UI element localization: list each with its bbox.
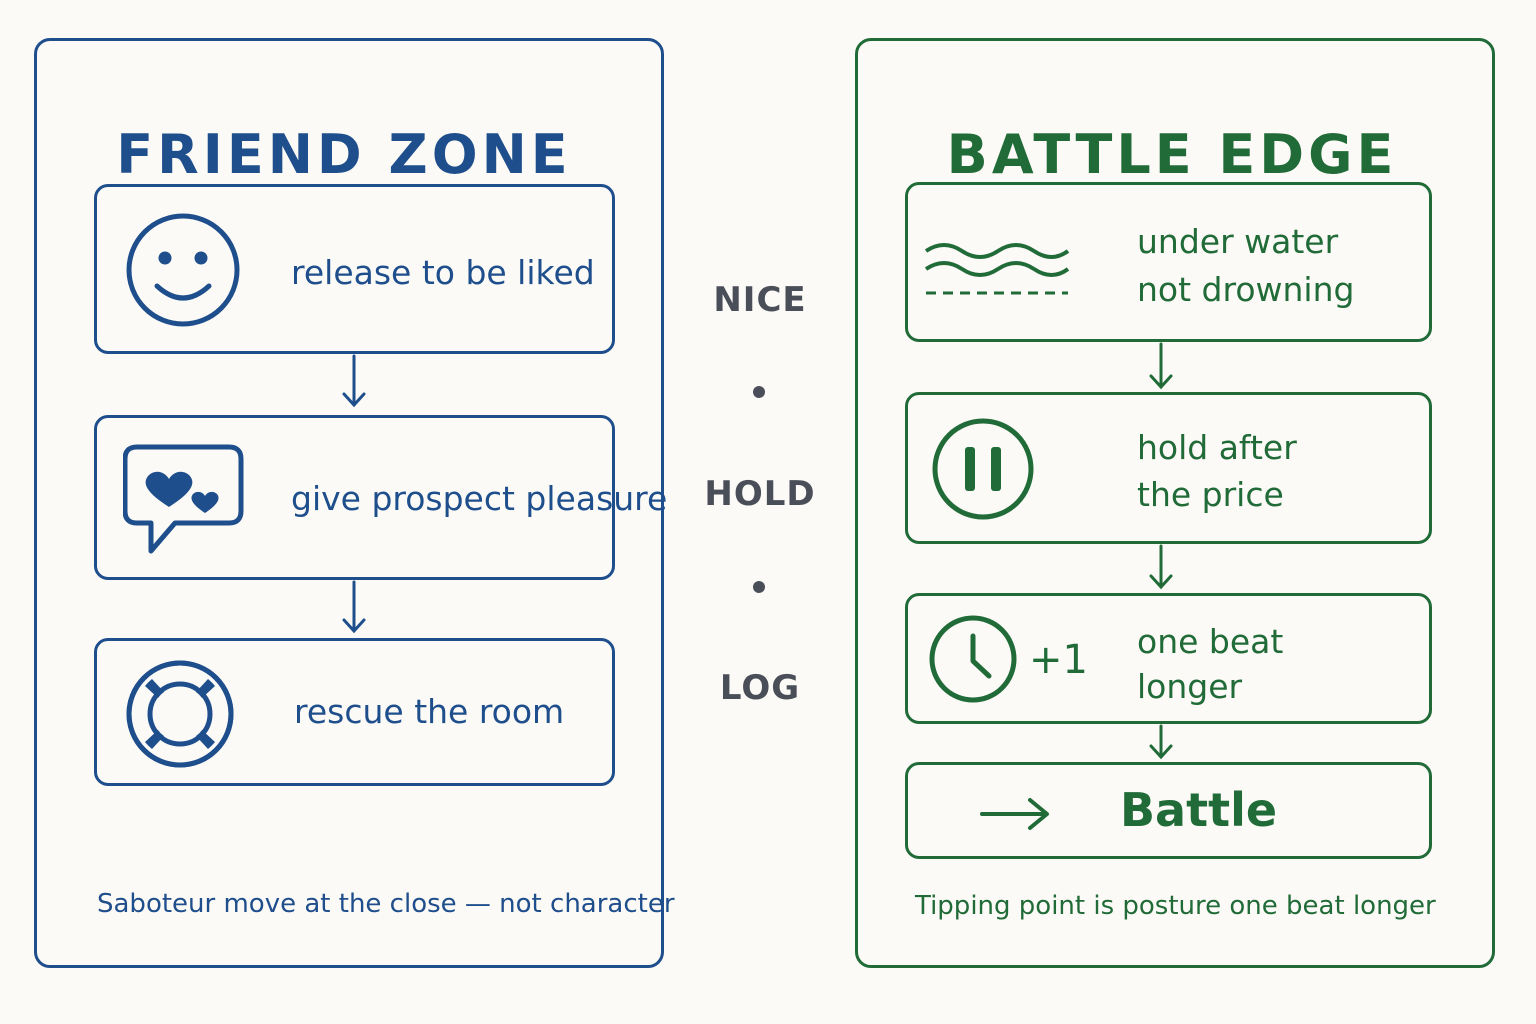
friend-step-card: give prospect pleasure [94, 415, 667, 580]
plus-one-badge: +1 [1029, 637, 1088, 683]
battle-label: Battle [1120, 783, 1278, 837]
battle-step-card: hold after the price [905, 392, 1432, 544]
hearts-speech-bubble-icon [123, 444, 244, 554]
friend-zone-panel: FRIEND ZONE release to be liked give pro… [34, 38, 675, 968]
friend-zone-title: FRIEND ZONE [116, 123, 572, 186]
battle-edge-footer: Tipping point is posture one beat longer [915, 891, 1436, 921]
battle-edge-panel: BATTLE EDGE under water not drowning hol… [855, 38, 1495, 968]
friend-zone-footer: Saboteur move at the close — not charact… [97, 889, 675, 919]
middle-label-log: LOG [719, 668, 801, 708]
battle-step-line2: longer [1137, 667, 1243, 706]
battle-final-card: Battle [905, 762, 1432, 859]
battle-step-line1: under water [1137, 222, 1339, 261]
battle-step-card: under water not drowning [905, 182, 1432, 342]
down-arrow-icon [1149, 544, 1173, 590]
smiley-face-icon [126, 213, 240, 327]
battle-step-line1: one beat [1137, 622, 1284, 661]
waves-icon [924, 243, 1070, 295]
separator-dot [753, 386, 765, 398]
life-ring-icon [126, 660, 234, 768]
separator-dot [753, 581, 765, 593]
down-arrow-icon [342, 580, 366, 634]
right-arrow-icon [980, 798, 1049, 830]
down-arrow-icon [1149, 342, 1173, 390]
middle-label-hold: HOLD [704, 474, 816, 514]
battle-step-line1: hold after [1137, 428, 1297, 467]
friend-step-label: release to be liked [291, 253, 595, 292]
battle-step-line2: not drowning [1137, 270, 1355, 309]
friend-step-label: give prospect pleasure [291, 479, 668, 518]
down-arrow-icon [342, 354, 366, 408]
battle-step-line2: the price [1137, 475, 1284, 514]
friend-step-card: release to be liked [94, 184, 615, 354]
pause-icon [932, 418, 1034, 520]
battle-step-card: +1 one beat longer [905, 593, 1432, 724]
clock-icon [929, 615, 1017, 703]
down-arrow-icon [1149, 724, 1173, 760]
friend-step-card: rescue the room [94, 638, 615, 786]
middle-label-nice: NICE [713, 280, 807, 320]
friend-step-label: rescue the room [294, 692, 565, 731]
battle-edge-title: BATTLE EDGE [946, 123, 1398, 186]
